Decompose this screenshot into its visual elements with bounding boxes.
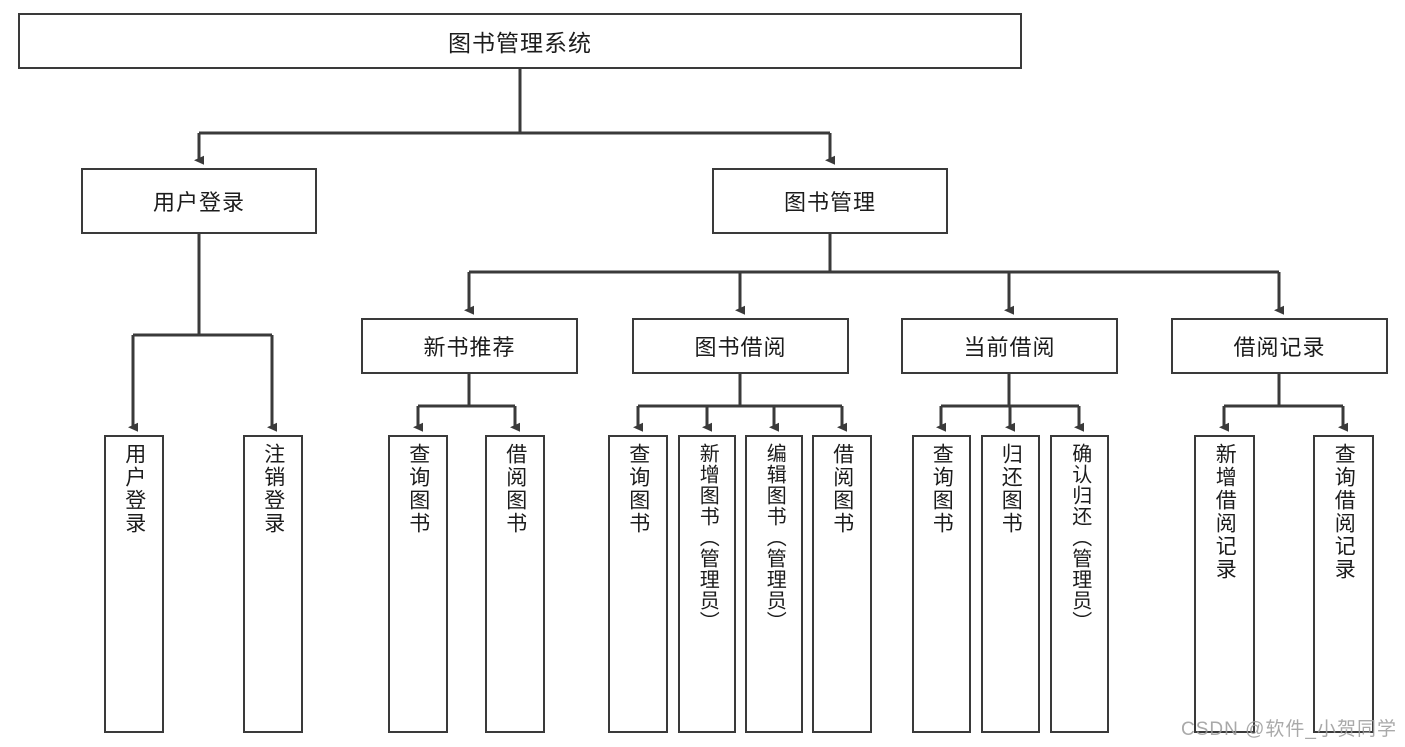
leaf-add-book[interactable]: 新增图书（管理员） [678, 435, 736, 733]
node-book-manage[interactable]: 图书管理 [712, 168, 948, 234]
node-current-borrow[interactable]: 当前借阅 [901, 318, 1118, 374]
leaf-query-book-2[interactable]: 查询图书 [608, 435, 668, 733]
node-borrow-record-label: 借阅记录 [1233, 335, 1326, 360]
node-new-book-rec[interactable]: 新书推荐 [361, 318, 578, 374]
leaf-query-record-label: 查询借阅记录 [1332, 443, 1356, 581]
leaf-borrow-book-2[interactable]: 借阅图书 [812, 435, 872, 733]
leaf-query-record[interactable]: 查询借阅记录 [1313, 435, 1374, 733]
node-user-login-label: 用户登录 [152, 190, 245, 215]
leaf-confirm-return[interactable]: 确认归还（管理员） [1050, 435, 1109, 733]
watermark: CSDN @软件_小贺同学 [1181, 719, 1397, 740]
leaf-query-book-1[interactable]: 查询图书 [388, 435, 448, 733]
leaf-edit-book-label: 编辑图书（管理员） [763, 443, 786, 632]
node-root[interactable]: 图书管理系统 [18, 13, 1022, 69]
leaf-add-record[interactable]: 新增借阅记录 [1194, 435, 1255, 733]
leaf-user-login[interactable]: 用户登录 [104, 435, 164, 733]
leaf-add-book-label: 新增图书（管理员） [696, 443, 719, 632]
leaf-borrow-book-2-label: 借阅图书 [830, 443, 854, 535]
leaf-user-logout-label: 注销登录 [261, 443, 285, 535]
node-book-manage-label: 图书管理 [783, 190, 876, 215]
leaf-borrow-book-1-label: 借阅图书 [503, 443, 527, 535]
leaf-query-book-2-label: 查询图书 [626, 443, 650, 535]
node-borrow-record[interactable]: 借阅记录 [1171, 318, 1388, 374]
leaf-edit-book[interactable]: 编辑图书（管理员） [745, 435, 803, 733]
leaf-query-book-3[interactable]: 查询图书 [912, 435, 971, 733]
leaf-borrow-book-1[interactable]: 借阅图书 [485, 435, 545, 733]
node-new-book-rec-label: 新书推荐 [423, 335, 516, 360]
leaf-return-book-label: 归还图书 [999, 443, 1023, 535]
leaf-user-logout[interactable]: 注销登录 [243, 435, 303, 733]
leaf-query-book-1-label: 查询图书 [406, 443, 430, 535]
leaf-add-record-label: 新增借阅记录 [1213, 443, 1237, 581]
leaf-query-book-3-label: 查询图书 [930, 443, 954, 535]
node-book-borrow[interactable]: 图书借阅 [632, 318, 849, 374]
node-user-login[interactable]: 用户登录 [81, 168, 317, 234]
leaf-confirm-return-label: 确认归还（管理员） [1068, 443, 1091, 632]
node-book-borrow-label: 图书借阅 [694, 335, 787, 360]
node-root-label: 图书管理系统 [448, 30, 592, 56]
leaf-return-book[interactable]: 归还图书 [981, 435, 1040, 733]
leaf-user-login-label: 用户登录 [122, 443, 146, 535]
node-current-borrow-label: 当前借阅 [963, 335, 1056, 360]
